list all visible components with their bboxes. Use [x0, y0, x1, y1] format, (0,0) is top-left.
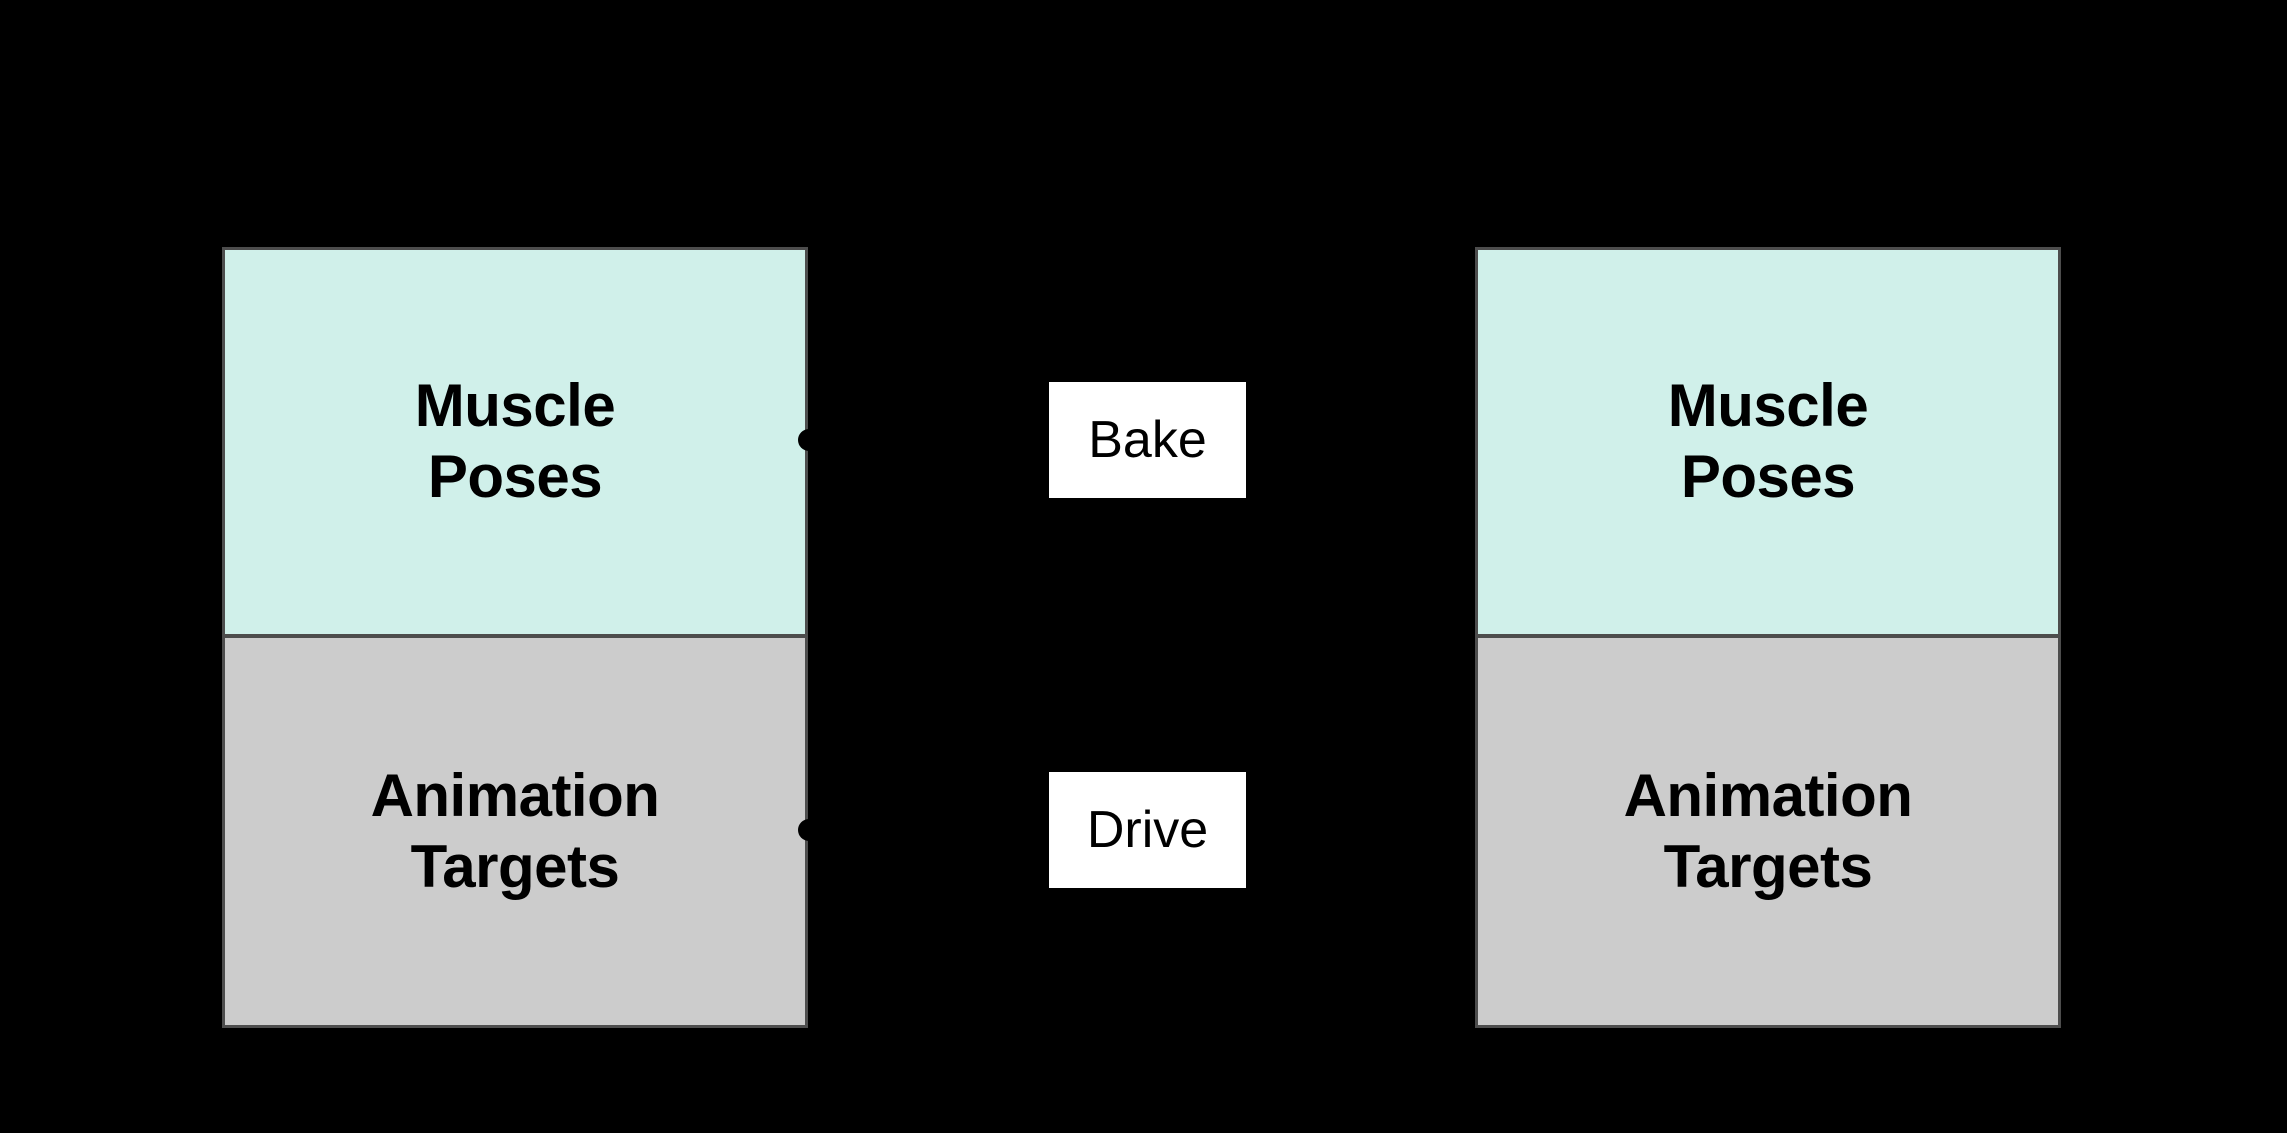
- destination-animation-targets-label: Animation Targets: [1623, 761, 1913, 900]
- source-animation-targets-label: Animation Targets: [370, 761, 660, 900]
- drive-edge-label-text: Drive: [1086, 801, 1209, 859]
- drive-edge-source-dot-icon: [798, 819, 820, 841]
- destination-node-group: Muscle Poses Animation Targets: [1475, 247, 2061, 1028]
- destination-animation-targets-node[interactable]: Animation Targets: [1475, 635, 2061, 1028]
- source-muscle-poses-label: Muscle Poses: [414, 372, 616, 510]
- bake-edge-arrowhead-icon: [1440, 426, 1466, 454]
- source-muscle-poses-node[interactable]: Muscle Poses: [222, 247, 808, 637]
- drive-edge-label[interactable]: Drive: [1049, 772, 1246, 888]
- drive-edge-arrowhead-icon: [1440, 816, 1466, 844]
- bake-edge-label[interactable]: Bake: [1049, 382, 1246, 498]
- destination-muscle-poses-label: Muscle Poses: [1667, 372, 1869, 510]
- bake-edge-source-dot-icon: [798, 429, 820, 451]
- destination-muscle-poses-node[interactable]: Muscle Poses: [1475, 247, 2061, 637]
- source-node-group: Muscle Poses Animation Targets: [222, 247, 808, 1028]
- source-animation-targets-node[interactable]: Animation Targets: [222, 635, 808, 1028]
- bake-edge-label-text: Bake: [1088, 411, 1207, 469]
